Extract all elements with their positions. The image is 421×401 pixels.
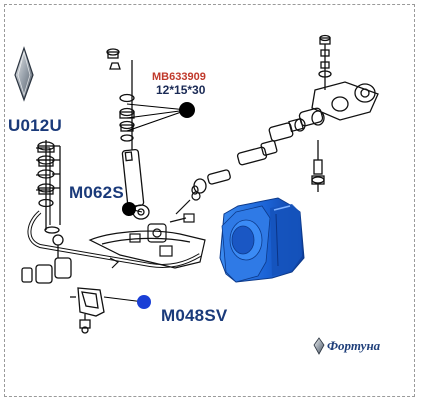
callout-dot-m062s xyxy=(122,202,136,216)
part-code-m062s: M062S xyxy=(69,183,124,202)
mitsubishi-style-diamond-logo-icon xyxy=(14,46,34,102)
part-code-u012u: U012U xyxy=(8,116,62,135)
callout-dot-mb633909 xyxy=(179,102,195,118)
callout-dot-m048sv xyxy=(137,295,151,309)
part-code-m048sv: M048SV xyxy=(161,306,228,325)
brand-diamond-logo-icon xyxy=(313,337,325,355)
lower-control-arm xyxy=(88,191,206,269)
brand-name: Фортуна xyxy=(327,338,381,353)
bottom-bracket-assembly xyxy=(70,287,105,334)
dashed-frame xyxy=(4,4,415,397)
stabilizer-bushing-part xyxy=(219,197,305,283)
left-stabilizer-link-stack xyxy=(21,140,202,284)
bushing-size-label: 12*15*30 xyxy=(156,83,206,97)
part-number-mb633909: MB633909 xyxy=(152,71,206,83)
steering-linkage-assembly xyxy=(191,34,379,195)
